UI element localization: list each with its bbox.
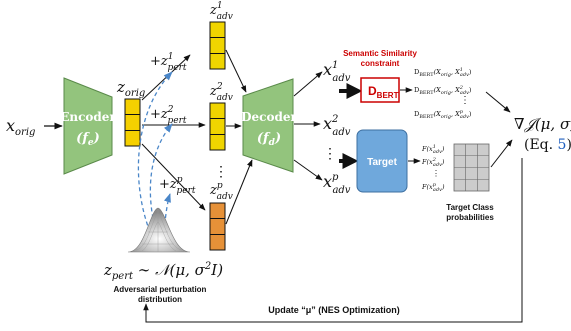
- x-adv-vdots: ⋮: [323, 146, 337, 162]
- decoder-block: [242, 78, 294, 173]
- z-adv-p-vector: [209, 202, 226, 251]
- arrow-decoder-to-xadvp: [293, 159, 323, 181]
- z-adv-1-vector: [209, 21, 226, 70]
- encoder-block: [63, 77, 113, 175]
- adversarial-caption-line2: distribution: [138, 295, 182, 304]
- adversarial-caption-line1: Adversarial perturbation: [114, 285, 207, 294]
- arrow-zadvp-to-decoder: [225, 159, 253, 225]
- arrow-decoder-to-xadv1: [293, 71, 323, 97]
- semantic-similarity-subtitle: constraint: [361, 59, 400, 68]
- arrow-z-orig-to-zadvp: [141, 143, 206, 211]
- arrow-dbert-to-gradient: [485, 91, 511, 113]
- f-vdots: ⋮: [432, 169, 440, 178]
- target-model-box: [356, 129, 408, 193]
- arrow-probs-to-gradient: [490, 139, 513, 168]
- target-label: Target: [367, 157, 397, 168]
- z-adv-vdots: ⋮: [214, 164, 228, 180]
- encoder-symbol: (fe): [76, 131, 100, 148]
- semantic-similarity-title: Semantic Similarity: [343, 49, 417, 58]
- perturbation-sampling-curves: [137, 71, 173, 233]
- z-pert-distribution-formula: zpert ∼ 𝒩(μ, σ2I): [103, 261, 223, 282]
- equation-ref: (Eq. 5): [524, 137, 571, 153]
- probability-grid: [453, 143, 490, 192]
- gaussian-distribution-icon: [127, 207, 191, 253]
- dbert-vdots: ⋮: [460, 95, 470, 106]
- z-orig-label: zorig: [116, 78, 145, 99]
- target-class-title: Target Class: [446, 203, 494, 212]
- gradient-label: ∇𝒥(μ, σ): [514, 115, 571, 133]
- dbert-label: DBERT: [368, 84, 399, 100]
- decoder-symbol: (fd): [257, 131, 281, 148]
- encoder-title: Encoder: [60, 110, 116, 124]
- target-class-subtitle: probabilities: [446, 213, 494, 222]
- z-orig-vector: [124, 98, 141, 147]
- update-label: Update “μ” (NES Optimization): [268, 305, 400, 315]
- arrow-zadv1-to-decoder: [225, 49, 247, 93]
- nes-feedback-arrow: [143, 158, 523, 323]
- dbert-box: [360, 77, 400, 103]
- decoder-title: Decoder: [241, 110, 297, 124]
- input-x-orig: xorig: [6, 116, 35, 138]
- z-adv-2-vector: [209, 102, 226, 151]
